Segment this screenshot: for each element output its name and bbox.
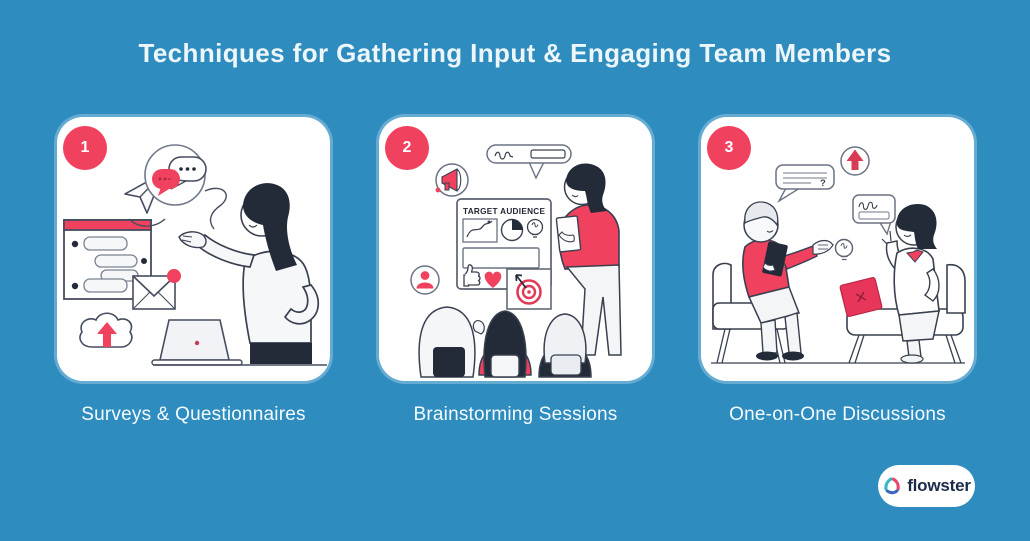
card-number-badge: 1 (63, 126, 107, 170)
card-brainstorming: 2 (379, 117, 652, 381)
presenter-person (178, 183, 320, 364)
card-one-on-one: 3 ? (701, 117, 974, 381)
lightbulb-icon (526, 218, 544, 238)
cushion-icon (839, 277, 883, 317)
right-person (881, 203, 940, 364)
thumbs-up-icon (463, 264, 481, 287)
card-number-badge: 3 (707, 126, 751, 170)
caption-surveys: Surveys & Questionnaires (81, 404, 306, 425)
card-number-badge: 2 (385, 126, 429, 170)
user-icon (410, 265, 440, 295)
page-title: Techniques for Gathering Input & Engagin… (138, 38, 892, 68)
presenter-person (555, 163, 622, 356)
question-mark: ? (820, 178, 826, 189)
board-title: TARGET AUDIENCE (463, 207, 546, 216)
caption-one-on-one: One-on-One Discussions (729, 404, 946, 425)
heart-icon (484, 271, 502, 288)
upvote-icon (840, 146, 870, 176)
chat-bubbles-icon (144, 144, 207, 206)
question-bubble-icon: ? (775, 164, 835, 203)
caption-brainstorming: Brainstorming Sessions (413, 404, 618, 425)
target-audience-board: TARGET AUDIENCE (456, 198, 552, 310)
speech-banner-icon (486, 144, 572, 180)
pie-chart-icon (500, 218, 524, 242)
flowster-logo-icon (884, 477, 900, 495)
dartboard-icon (506, 268, 552, 310)
audience-members (418, 306, 592, 378)
survey-form (63, 219, 152, 300)
connector-squiggle (204, 187, 227, 230)
card-surveys: 1 (57, 117, 330, 381)
envelope-icon (132, 269, 181, 310)
megaphone-icon (435, 163, 469, 197)
left-person (742, 201, 834, 361)
laptop-icon (151, 319, 243, 366)
one-on-one-illustration: ? (711, 146, 966, 364)
surveys-illustration (63, 144, 327, 366)
flowster-logo-text: flowster (907, 476, 971, 495)
brainstorming-illustration: TARGET AUDIENCE (410, 144, 622, 378)
note-bubble-icon (852, 194, 896, 236)
idea-bulb-icon (834, 238, 854, 261)
flowster-logo-badge: flowster (878, 465, 975, 507)
cloud-upload-icon (79, 312, 133, 348)
